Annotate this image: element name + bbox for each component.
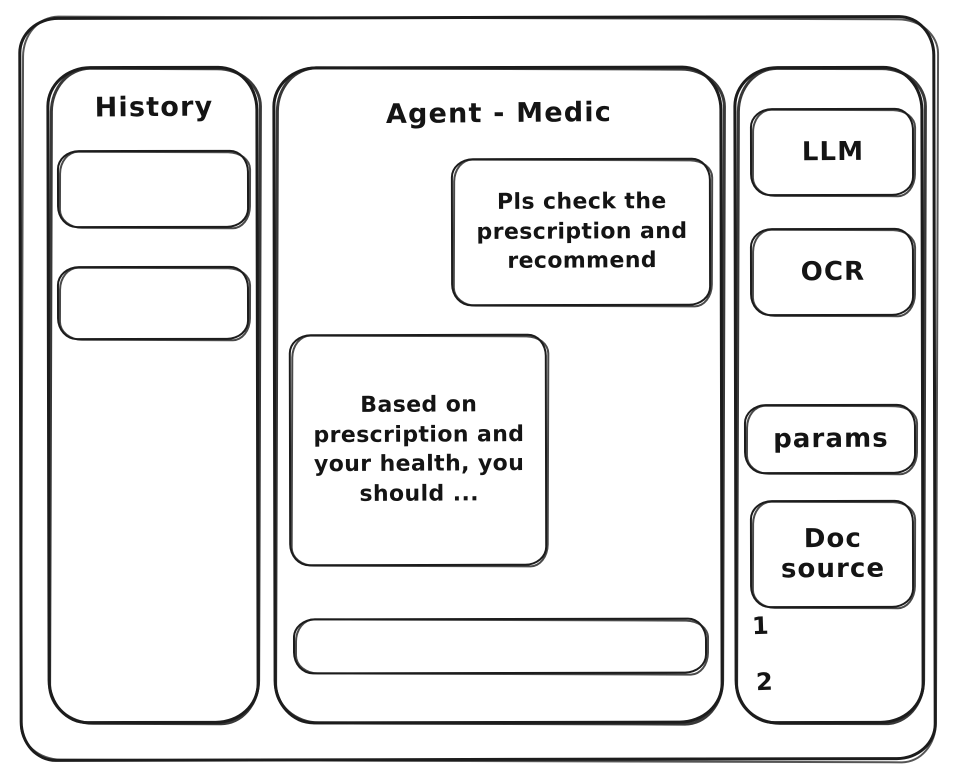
history-item[interactable] xyxy=(58,266,250,340)
user-message-text: Pls check the prescription and recommend xyxy=(476,189,688,275)
message-input[interactable] xyxy=(294,618,708,674)
doc-source-item[interactable]: 1 xyxy=(751,611,770,641)
message-input-value xyxy=(294,645,708,648)
tool-ocr-button[interactable]: OCR xyxy=(751,228,915,316)
history-panel-title: History xyxy=(94,91,214,124)
doc-source-label: Doc source xyxy=(780,523,886,585)
tool-params-label: params xyxy=(773,423,889,455)
history-item-label xyxy=(58,188,250,189)
page-title: Agent - Medic xyxy=(385,97,613,130)
history-item-label xyxy=(58,302,250,303)
tool-params-button[interactable]: params xyxy=(745,404,917,474)
tool-llm-button[interactable]: LLM xyxy=(751,108,915,196)
history-item[interactable] xyxy=(58,150,250,228)
assistant-message-bubble: Based on prescription and your health, y… xyxy=(290,334,548,566)
tool-llm-label: LLM xyxy=(801,136,865,168)
doc-source-box[interactable]: Doc source xyxy=(751,500,915,608)
doc-source-item[interactable]: 2 xyxy=(755,667,774,697)
user-message-bubble: Pls check the prescription and recommend xyxy=(452,158,712,306)
tool-ocr-label: OCR xyxy=(800,256,866,288)
assistant-message-text: Based on prescription and your health, y… xyxy=(313,392,525,507)
